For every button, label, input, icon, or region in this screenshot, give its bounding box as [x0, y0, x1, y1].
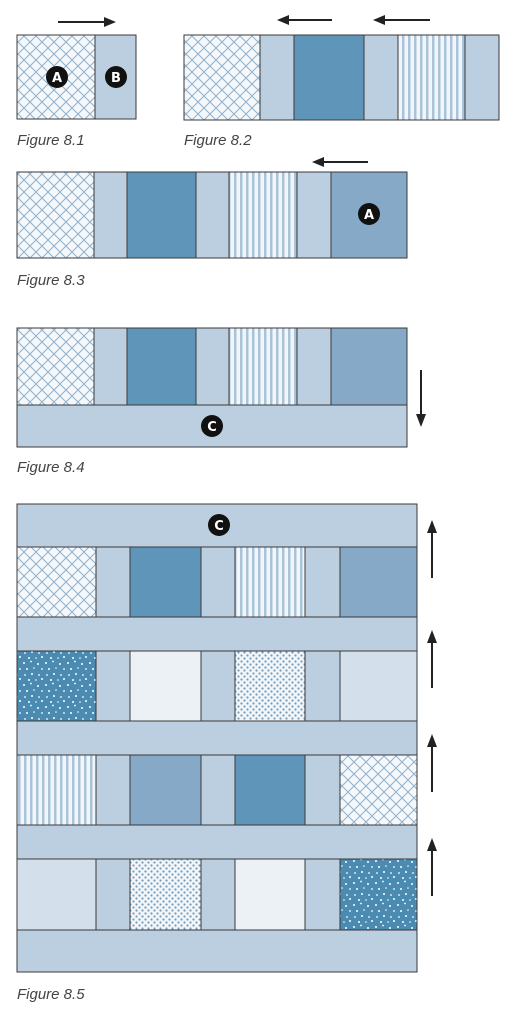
block-pale	[129, 650, 202, 722]
up-arrow-icon	[427, 630, 437, 688]
label-c-badge: C	[201, 415, 223, 437]
sashing-strip	[296, 327, 332, 406]
up-arrow-icon	[427, 734, 437, 792]
block-pale-blue	[339, 650, 418, 722]
left-arrow-icon	[277, 15, 332, 25]
sashing-strip	[195, 171, 230, 259]
block-pale-blue	[16, 858, 97, 931]
sashing-strip	[95, 650, 131, 722]
block-steel-blue	[330, 327, 408, 406]
block-speckled	[339, 858, 418, 931]
sashing-strip	[200, 858, 236, 931]
block-medium-blue	[126, 171, 197, 259]
label-a-text: A	[52, 71, 62, 86]
block-stripes	[397, 34, 466, 121]
block-crosshatch	[339, 754, 418, 826]
block-dotted	[129, 858, 202, 931]
block-speckled	[16, 650, 97, 722]
quilt-row-4	[16, 858, 418, 931]
sashing-strip	[195, 327, 230, 406]
block-crosshatch	[16, 546, 97, 618]
long-sashing	[16, 720, 418, 756]
label-c-text: C	[207, 420, 217, 435]
sashing-strip	[304, 754, 341, 826]
sashing-strip	[296, 171, 332, 259]
label-c-badge: C	[208, 514, 230, 536]
figure-8-3: A Figure 8.3	[16, 157, 408, 289]
label-a-text: A	[364, 208, 374, 223]
figure-8-5: C	[16, 503, 437, 1003]
sashing-strip	[200, 754, 236, 826]
block-stripes	[228, 171, 298, 259]
up-arrow-icon	[427, 520, 437, 578]
figure-8-2-caption: Figure 8.2	[184, 132, 252, 149]
sashing-strip	[93, 327, 128, 406]
figure-8-4-caption: Figure 8.4	[17, 459, 85, 476]
sashing-strip	[95, 754, 131, 826]
sashing-strip	[200, 546, 236, 618]
figure-8-2: Figure 8.2	[183, 15, 500, 149]
block-crosshatch	[16, 171, 95, 259]
block-pale	[234, 858, 306, 931]
sashing-strip	[363, 34, 399, 121]
label-b-badge: B	[105, 66, 127, 88]
sashing-strip	[93, 171, 128, 259]
block-stripes	[228, 327, 298, 406]
long-sashing	[16, 616, 418, 652]
block-steel-blue	[129, 754, 202, 826]
quilt-row-1	[16, 546, 418, 618]
block-stripes	[16, 754, 97, 826]
quilt-row-3	[16, 754, 418, 826]
left-arrow-icon	[312, 157, 368, 167]
long-sashing	[16, 929, 418, 973]
label-c-text: C	[214, 519, 224, 534]
sashing-strip	[304, 858, 341, 931]
long-sashing	[16, 824, 418, 860]
block-steel-blue	[339, 546, 418, 618]
sashing-strip	[304, 650, 341, 722]
block-crosshatch	[183, 34, 261, 121]
sashing-strip	[95, 546, 131, 618]
block-medium-blue	[126, 327, 197, 406]
figure-8-1: A B Figure 8.1	[16, 17, 137, 149]
right-arrow-icon	[58, 17, 116, 27]
sashing-strip	[259, 34, 295, 121]
block-medium-blue	[293, 34, 365, 121]
up-arrow-icon	[427, 838, 437, 896]
quilt-row-2	[16, 650, 418, 722]
block-crosshatch	[16, 327, 95, 406]
block-stripes	[234, 546, 306, 618]
figure-8-4: C Figure 8.4	[16, 327, 426, 476]
label-a-badge: A	[46, 66, 68, 88]
block-medium-blue	[234, 754, 306, 826]
block-dotted	[234, 650, 306, 722]
sashing-strip	[464, 34, 500, 121]
figure-8-3-caption: Figure 8.3	[17, 272, 85, 289]
sashing-strip	[304, 546, 341, 618]
sashing-strip	[200, 650, 236, 722]
left-arrow-icon	[373, 15, 430, 25]
figure-8-1-caption: Figure 8.1	[17, 132, 85, 149]
sashing-strip	[95, 858, 131, 931]
block-medium-blue	[129, 546, 202, 618]
label-a-badge: A	[358, 203, 380, 225]
down-arrow-icon	[416, 370, 426, 427]
label-b-text: B	[111, 71, 121, 86]
figure-8-5-caption: Figure 8.5	[17, 986, 85, 1003]
